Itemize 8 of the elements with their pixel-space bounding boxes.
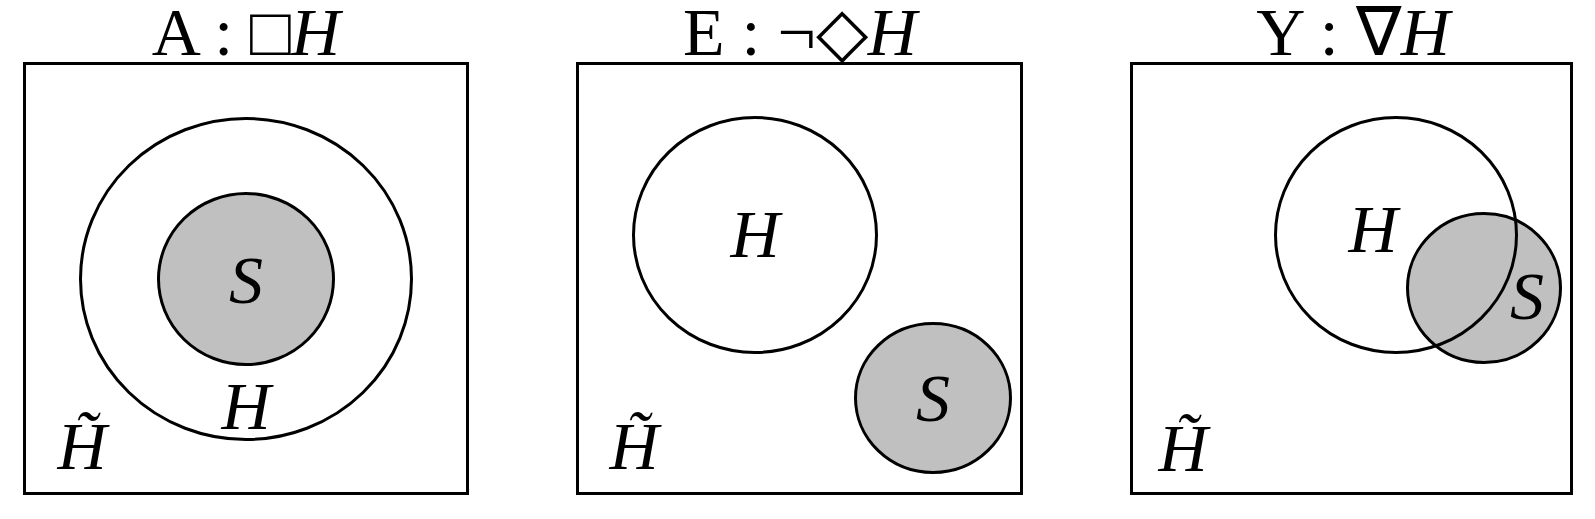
set-circle [854,322,1012,474]
set-label: S [229,246,263,314]
set-circle [157,192,335,366]
set-circle [632,116,878,354]
set-label: S [916,364,950,432]
set-label: S [1510,262,1544,330]
panel-title: A : □H [151,2,341,62]
set-circle [1406,212,1562,364]
